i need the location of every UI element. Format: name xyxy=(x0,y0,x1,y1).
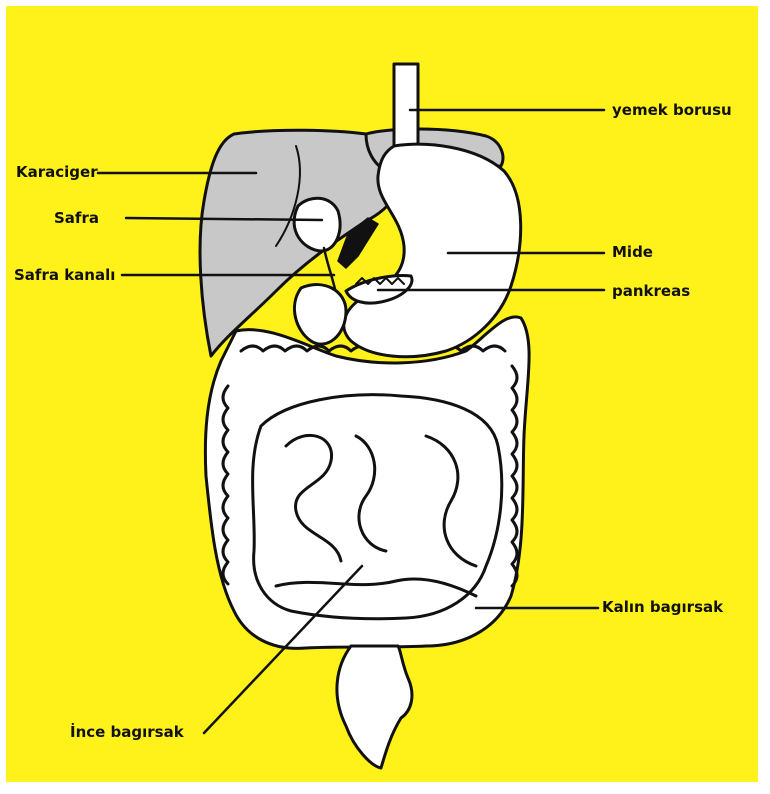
label-small-intestine: İnce bagırsak xyxy=(70,723,184,741)
label-liver: Karaciger xyxy=(16,163,98,181)
label-bile-duct: Safra kanalı xyxy=(14,266,115,284)
label-stomach: Mide xyxy=(612,243,653,261)
label-large-intestine: Kalın bagırsak xyxy=(602,598,723,616)
digestive-system-illustration xyxy=(6,6,758,782)
label-pancreas: pankreas xyxy=(612,282,690,300)
esophagus xyxy=(394,64,418,146)
diagram-panel: yemek borusu Karaciger Safra Safra kanal… xyxy=(6,6,758,782)
label-gallbladder: Safra xyxy=(54,209,99,227)
label-esophagus: yemek borusu xyxy=(612,101,732,119)
